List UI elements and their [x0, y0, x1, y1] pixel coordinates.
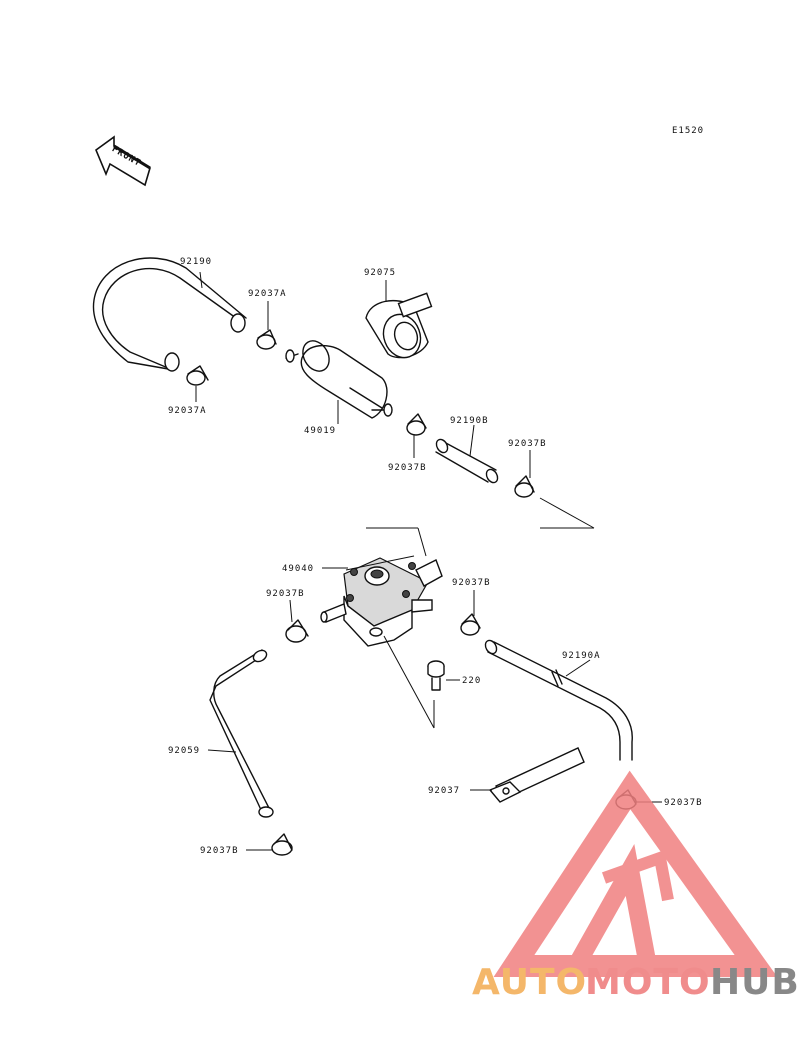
clamp-92037B-f: [271, 833, 293, 856]
hose-92059: [209, 649, 274, 818]
fuel-filter-49019: [285, 340, 393, 419]
label-49040: 49040: [282, 564, 314, 574]
label-92037: 92037: [428, 786, 460, 796]
label-92037B-d: 92037B: [266, 589, 305, 599]
hose-92190: [92, 257, 247, 372]
watermark-text-auto: AUTO: [472, 962, 587, 1003]
label-92037B-a: 92037B: [388, 463, 427, 473]
label-92037B-c: 92037B: [452, 578, 491, 588]
clamp-92037B-c: [460, 613, 481, 636]
label-92037B-f: 92037B: [200, 846, 239, 856]
bolt-220: [427, 660, 445, 691]
fuel-valve-49040: [320, 555, 443, 647]
cap-92075: [365, 292, 433, 359]
label-92037B-b: 92037B: [508, 439, 547, 449]
label-49019: 49019: [304, 426, 336, 436]
label-92190B: 92190B: [450, 416, 489, 426]
hose-92190B: [435, 438, 499, 484]
clamp-92037B-d: [285, 619, 309, 643]
watermark-text: AUTO MOTO HUB: [472, 962, 800, 1003]
clamp-92037B-b: [514, 475, 535, 498]
watermark-text-moto: MOTO: [585, 962, 711, 1003]
plate-92037: [488, 747, 585, 803]
watermark-text-hub: HUB: [710, 962, 800, 1003]
clamp-92037B-a: [406, 413, 427, 436]
label-92037A-left: 92037A: [168, 406, 207, 416]
front-arrow-icon: FRONT: [95, 135, 151, 187]
label-220: 220: [462, 676, 481, 686]
watermark-logo: [493, 770, 778, 977]
label-92190A: 92190A: [562, 651, 601, 661]
clamp-92037A-top: [256, 329, 277, 350]
label-92037B-e: 92037B: [664, 798, 703, 808]
hose-92190A: [484, 639, 633, 761]
clamp-92037A-left: [186, 365, 209, 386]
label-92190: 92190: [180, 257, 212, 267]
diagram-code: E1520: [672, 126, 704, 136]
label-92075: 92075: [364, 268, 396, 278]
label-92059: 92059: [168, 746, 200, 756]
label-92037A-top: 92037A: [248, 289, 287, 299]
